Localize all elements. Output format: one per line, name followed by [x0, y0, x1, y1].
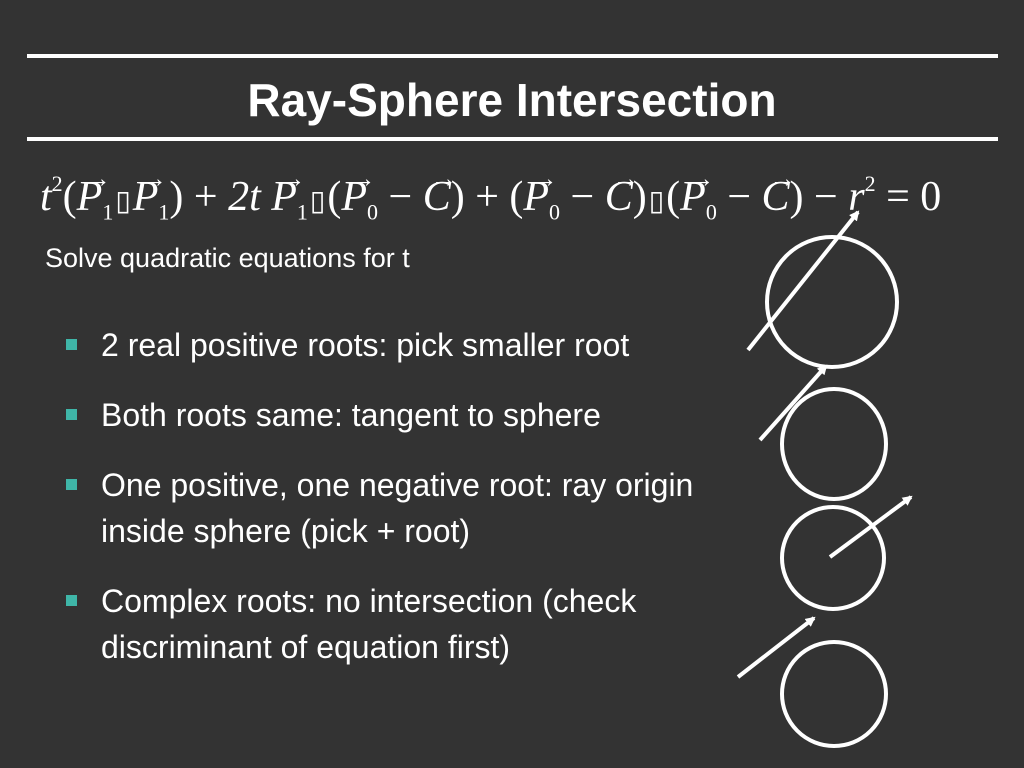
- bullet-list: 2 real positive roots: pick smaller root…: [64, 322, 784, 694]
- diagram-two-intersections: [746, 210, 899, 369]
- diagram-no-intersection: [736, 616, 888, 748]
- sphere-circle: [780, 640, 888, 748]
- bullet-square-icon: [66, 479, 77, 490]
- bullet-item: Both roots same: tangent to sphere: [64, 392, 784, 438]
- ray-arrow: [758, 364, 828, 442]
- quadratic-equation: t2(P1▯P1) + 2t P1▯(P0 − C) + (P0 − C)▯(P…: [40, 151, 941, 240]
- sphere-circle: [780, 505, 886, 611]
- diagram-origin-inside: [780, 495, 913, 611]
- bullet-square-icon: [66, 595, 77, 606]
- ray-arrow: [736, 616, 816, 679]
- sphere-circle: [765, 235, 899, 369]
- subtitle: Solve quadratic equations for t: [45, 243, 410, 273]
- slide-title: Ray-Sphere Intersection: [247, 74, 777, 126]
- ray-arrow: [746, 210, 860, 352]
- sphere-circle: [780, 387, 888, 501]
- diagram-tangent: [758, 364, 888, 501]
- title-rule-bottom: [27, 137, 998, 141]
- ray-arrow: [828, 495, 913, 559]
- title-rule-top: [27, 54, 998, 58]
- bullet-square-icon: [66, 339, 77, 350]
- bullet-item: 2 real positive roots: pick smaller root: [64, 322, 784, 368]
- bullet-item: One positive, one negative root: ray ori…: [64, 462, 784, 554]
- bullet-item: Complex roots: no intersection (check di…: [64, 578, 784, 670]
- bullet-square-icon: [66, 409, 77, 420]
